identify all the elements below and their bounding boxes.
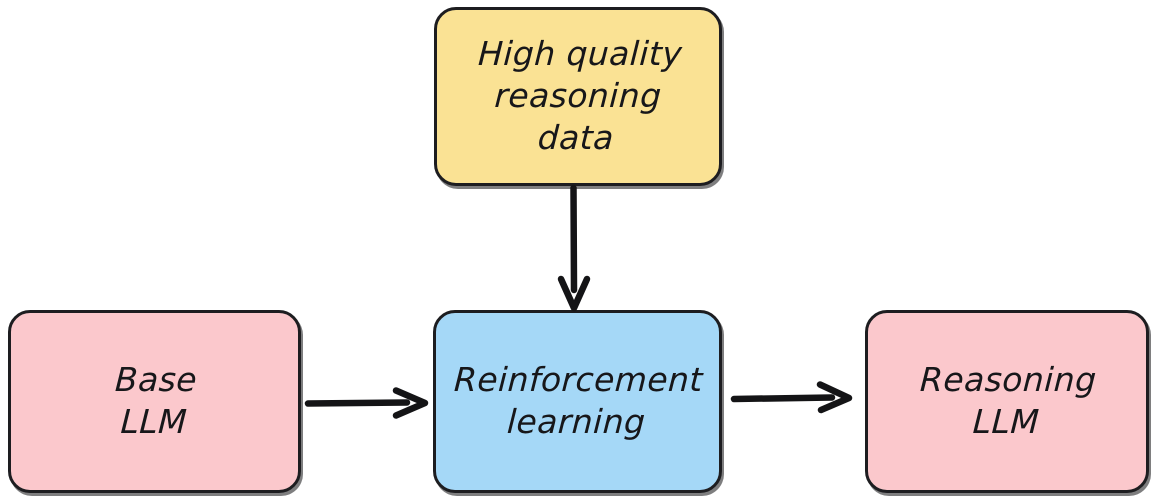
node-reinforcement-learning[interactable]: Reinforcement learning [433,310,722,493]
node-reasoning-llm-label: Reasoning LLM [918,360,1098,442]
node-high-quality-reasoning-data[interactable]: High quality reasoning data [434,7,722,186]
arrow-reinforcement-learning-to-reasoning-llm [730,381,853,414]
arrow-base-llm-to-reinforcement-learning [304,387,429,419]
node-base-llm[interactable]: Base LLM [8,310,301,493]
node-reinforcement-learning-label: Reinforcement learning [453,360,704,442]
arrow-high-quality-reasoning-data-to-reinforcement-learning [557,184,591,312]
node-reasoning-llm[interactable]: Reasoning LLM [865,310,1149,493]
node-base-llm-label: Base LLM [113,360,198,442]
node-high-quality-reasoning-data-label: High quality reasoning data [477,34,684,158]
